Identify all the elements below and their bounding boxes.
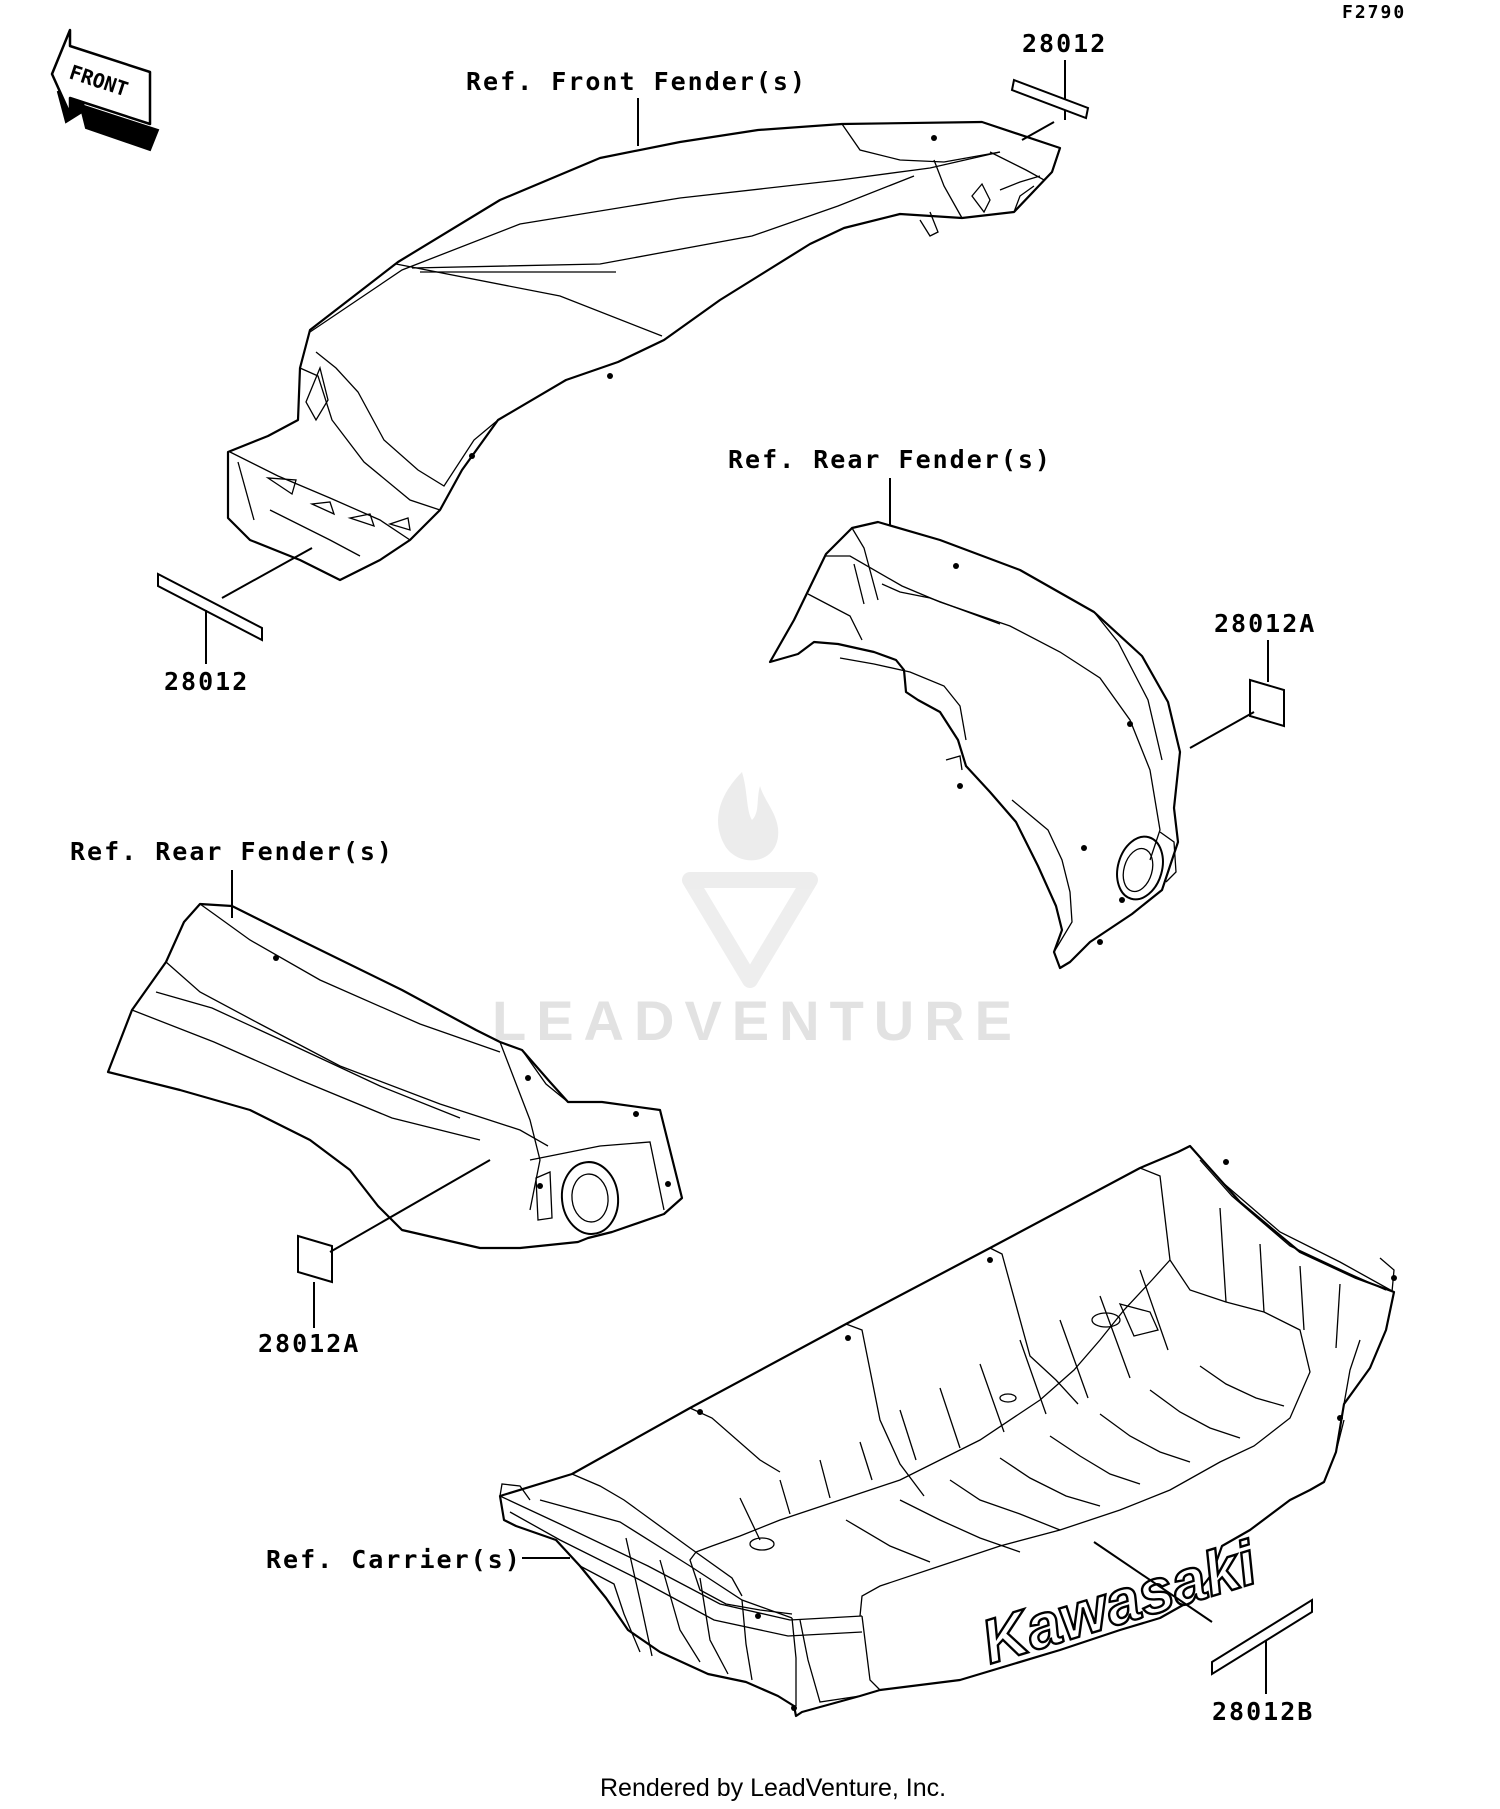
front-fender-ref-label: Ref. Front Fender(s) <box>466 67 807 96</box>
carrier-decal-code: 28012B <box>1212 1697 1314 1726</box>
watermark-text: LEADVENTURE <box>492 989 1022 1052</box>
rear-fender-left-decal-code: 28012A <box>258 1329 360 1358</box>
front-fender-decal-top-code: 28012 <box>1022 29 1107 58</box>
front-fender-decal-top-icon <box>1010 78 1090 120</box>
rear-fender-right-illustration <box>768 520 1182 970</box>
diagram-code: F2790 <box>1342 2 1406 23</box>
rear-fender-left-decal-icon <box>297 1234 333 1284</box>
front-fender-illustration <box>226 120 1062 582</box>
front-direction-arrow-icon: FRONT <box>50 28 160 152</box>
rear-fender-right-ref-label: Ref. Rear Fender(s) <box>728 445 1052 474</box>
rear-fender-right-decal-icon <box>1249 678 1285 728</box>
front-fender-decal-left-code: 28012 <box>164 667 249 696</box>
carrier-decal-icon <box>1211 1598 1313 1676</box>
rear-fender-left-illustration <box>106 902 684 1250</box>
rear-fender-left-ref-label: Ref. Rear Fender(s) <box>70 837 394 866</box>
carrier-illustration <box>498 1144 1397 1718</box>
front-fender-decal-left-icon <box>157 572 263 642</box>
leadventure-logo-icon <box>682 772 818 988</box>
footer-credit: Rendered by LeadVenture, Inc. <box>600 1774 946 1802</box>
carrier-ref-label: Ref. Carrier(s) <box>266 1545 522 1574</box>
rear-fender-right-decal-code: 28012A <box>1214 609 1316 638</box>
